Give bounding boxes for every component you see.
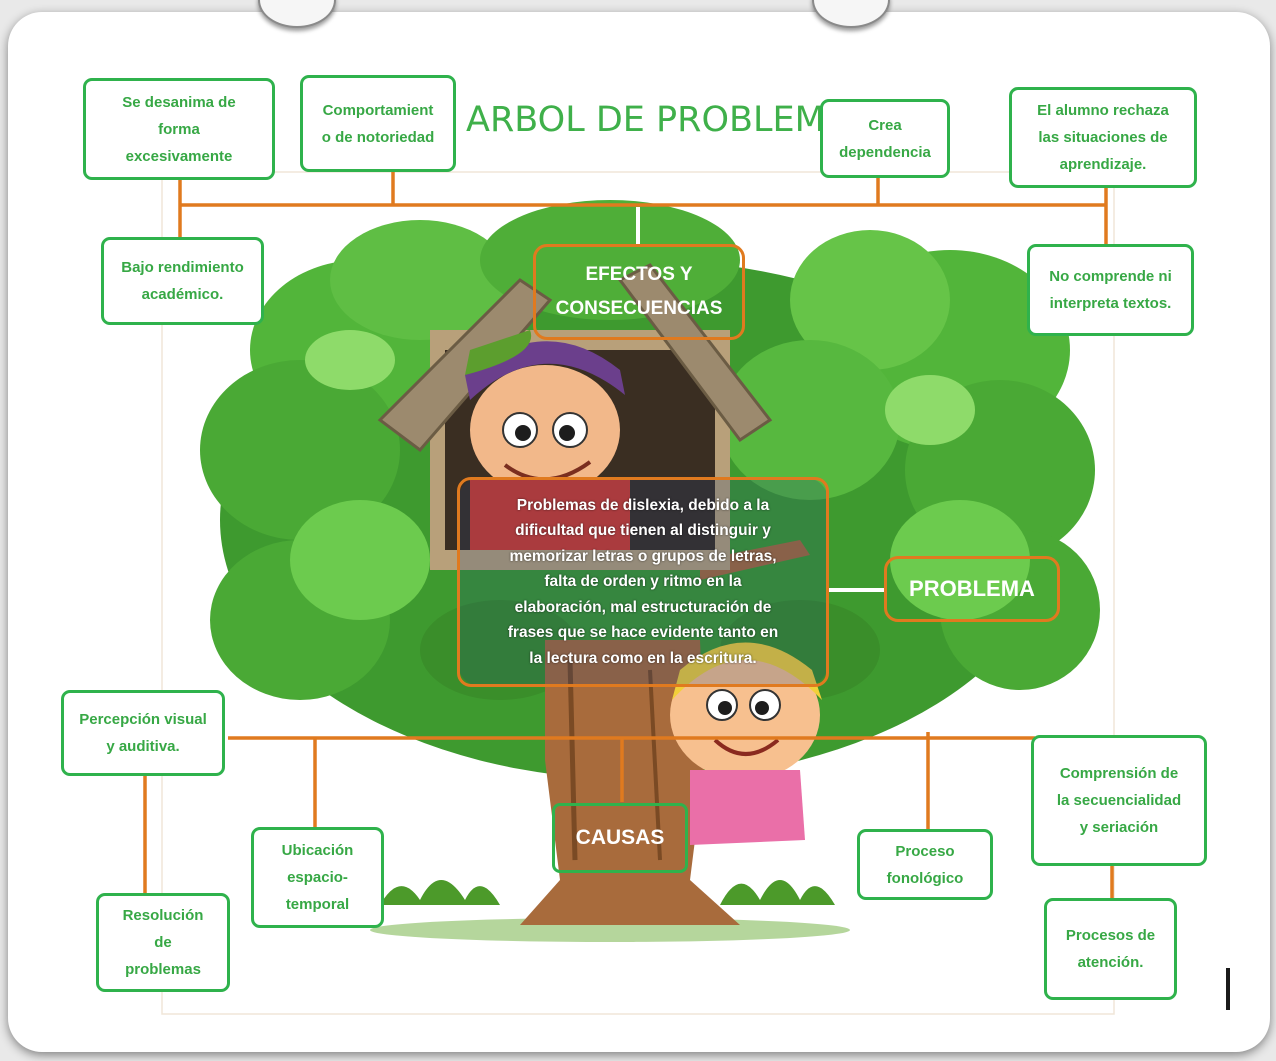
effect-box-rechaza: El alumno rechaza las situaciones de apr… [1009, 87, 1197, 188]
problem-description: Problemas de dislexia, debido a la dific… [507, 496, 779, 667]
effects-label: EFECTOS Y CONSECUENCIAS [555, 264, 723, 319]
cause-box-atencion: Procesos de atención. [1044, 898, 1177, 1000]
cause-box-ubicacion: Ubicación espacio- temporal [251, 827, 384, 928]
cause-box-percepcion: Percepción visual y auditiva. [61, 690, 225, 776]
effect-box-rendimiento: Bajo rendimiento académico. [101, 237, 264, 325]
effect-label-comprende: No comprende ni interpreta textos. [1049, 268, 1172, 312]
cause-label-percepcion: Percepción visual y auditiva. [79, 711, 207, 755]
cause-label-fonologico: Proceso fonológico [886, 842, 964, 887]
white-connector-lines [636, 207, 885, 592]
cause-box-resolucion: Resolución de problemas [96, 893, 230, 992]
effect-label-rechaza: El alumno rechaza las situaciones de apr… [1037, 102, 1169, 173]
cause-label-ubicacion: Ubicación espacio- temporal [281, 842, 354, 913]
connector-lines [143, 172, 1114, 900]
problem-label-box: PROBLEMA [884, 556, 1060, 622]
cause-label-atencion: Procesos de atención. [1065, 927, 1156, 971]
effect-label-rendimiento: Bajo rendimiento académico. [121, 259, 244, 303]
effect-box-comportamiento: Comportamient o de notoriedad [300, 75, 456, 172]
effect-label-desanima: Se desanima de forma excesivamente [122, 93, 236, 165]
cause-box-secuencialidad: Comprensión de la secuencialidad y seria… [1031, 735, 1207, 866]
effect-box-comprende: No comprende ni interpreta textos. [1027, 244, 1194, 336]
image-border [161, 171, 1115, 1015]
effect-box-desanima: Se desanima de forma excesivamente [83, 78, 275, 180]
boy-icon [465, 330, 630, 550]
cause-box-fonologico: Proceso fonológico [857, 829, 993, 900]
causes-label: CAUSAS [575, 826, 665, 849]
cause-label-secuencialidad: Comprensión de la secuencialidad y seria… [1056, 765, 1182, 836]
effect-label-comportamiento: Comportamient o de notoriedad [321, 101, 435, 146]
diagram-title: ARBOL DE PROBLEMA [466, 100, 849, 140]
problem-label: PROBLEMA [909, 576, 1035, 601]
causes-label-box: CAUSAS [552, 803, 688, 873]
girl-icon [670, 642, 822, 845]
problem-description-box: Problemas de dislexia, debido a la dific… [457, 477, 829, 687]
effects-label-box: EFECTOS Y CONSECUENCIAS [533, 244, 745, 340]
cause-label-resolucion: Resolución de problemas [122, 907, 204, 978]
effect-label-dependencia: Crea dependencia [839, 116, 931, 161]
effect-box-dependencia: Crea dependencia [820, 99, 950, 178]
